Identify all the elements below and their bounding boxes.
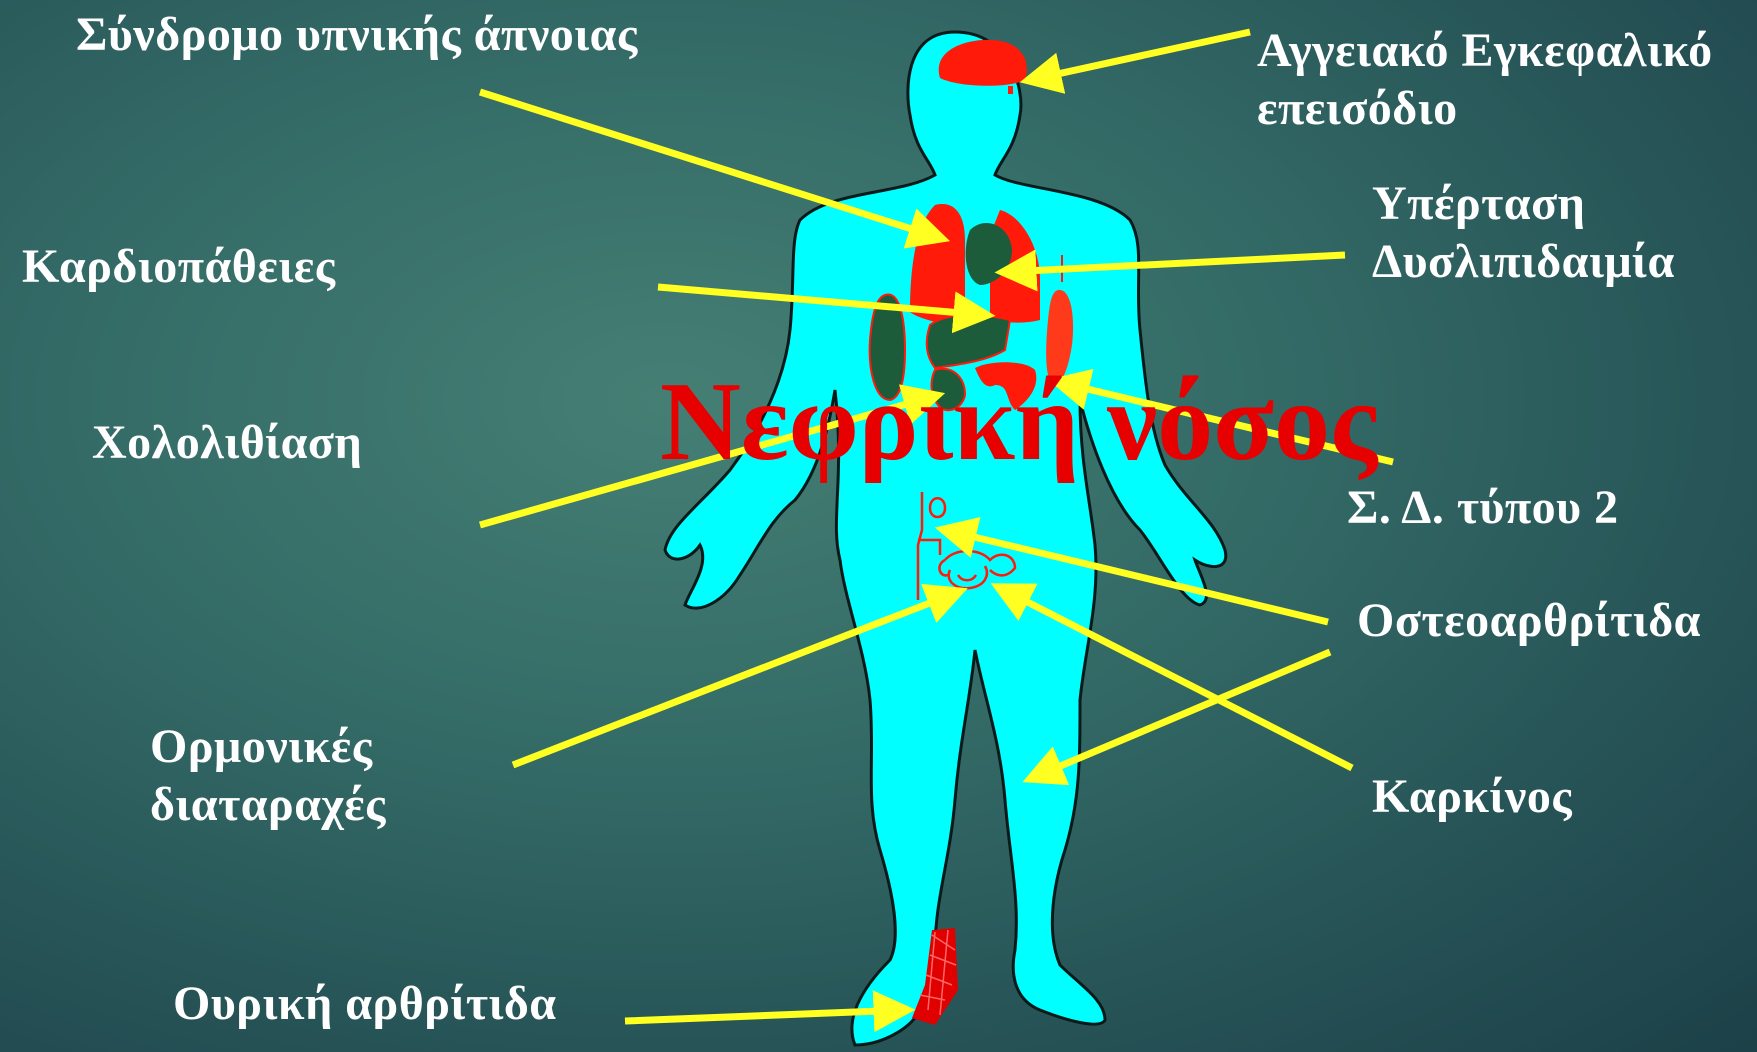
label-hypertension: Υπέρταση: [1372, 175, 1675, 233]
label-hormonal-line2: διαταραχές: [150, 776, 386, 834]
label-gout: Ουρική αρθρίτιδα: [173, 975, 557, 1033]
label-dyslipidemia: Δυσλιπιδαιμία: [1372, 233, 1675, 291]
label-cardiopathies: Καρδιοπάθειες: [22, 238, 335, 296]
label-stroke-line2: επεισόδιο: [1257, 80, 1713, 138]
arrow-stroke: [1030, 32, 1250, 80]
brain-small-mark: [1008, 86, 1013, 94]
label-cancer: Καρκίνος: [1372, 768, 1572, 826]
diagram-title: Νεφρική νόσος: [660, 362, 1377, 482]
label-stroke-line1: Αγγειακό Εγκεφαλικό: [1257, 22, 1713, 80]
label-osteoarthritis: Οστεοαρθρίτιδα: [1357, 592, 1701, 650]
label-cholelithiasis: Χολολιθίαση: [92, 414, 362, 472]
label-sleep-apnea: Σύνδρομο υπνικής άπνοιας: [76, 6, 638, 64]
label-hormonal-line1: Ορμονικές: [150, 718, 386, 776]
label-diabetes: Σ. Δ. τύπου 2: [1347, 479, 1619, 537]
body-silhouette: [665, 32, 1226, 1045]
label-hypertension-dyslipidemia: Υπέρταση Δυσλιπιδαιμία: [1372, 175, 1675, 291]
label-stroke: Αγγειακό Εγκεφαλικό επεισόδιο: [1257, 22, 1713, 138]
arrow-sleep-apnea: [480, 92, 940, 238]
label-hormonal: Ορμονικές διαταραχές: [150, 718, 386, 834]
